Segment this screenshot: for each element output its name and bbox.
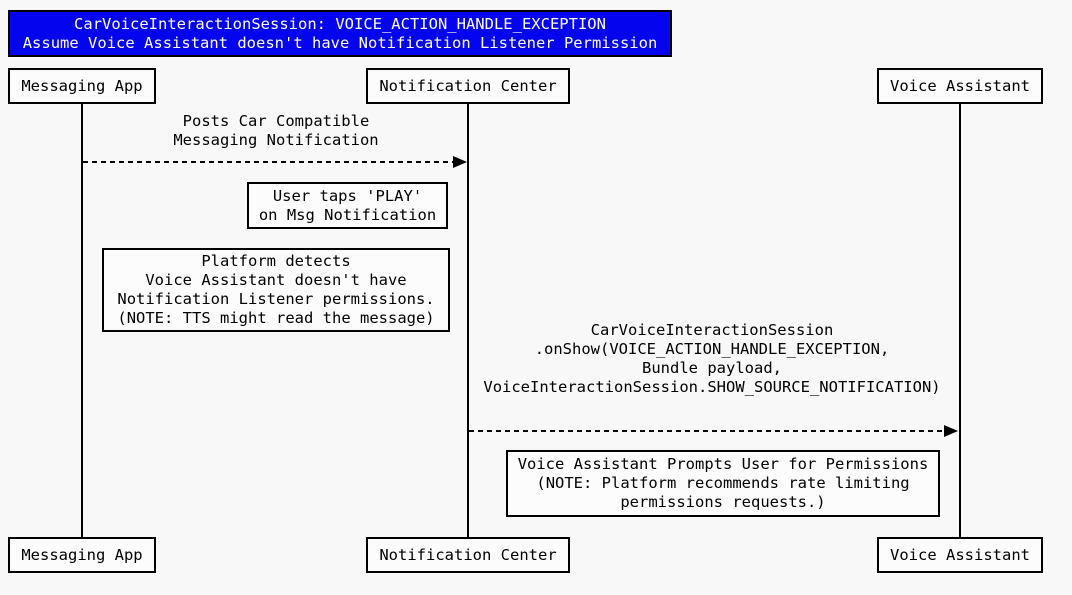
note-voice-assistant-prompts: Voice Assistant Prompts User for Permiss…	[506, 450, 940, 517]
participant-voice-assistant-bottom: Voice Assistant	[877, 537, 1043, 573]
participant-label: Notification Center	[379, 545, 557, 564]
participant-label: Notification Center	[379, 76, 557, 95]
message-line: Messaging Notification	[173, 131, 379, 149]
message-arrow-2	[469, 425, 958, 437]
note-line: (NOTE: TTS might read the message)	[117, 309, 435, 327]
message-line: Bundle payload,	[642, 359, 782, 377]
participant-label: Messaging App	[21, 545, 143, 564]
diagram-title-line-2: Assume Voice Assistant doesn't have Noti…	[22, 33, 658, 52]
diagram-title: CarVoiceInteractionSession: VOICE_ACTION…	[8, 10, 672, 57]
note-platform-detects: Platform detects Voice Assistant doesn't…	[102, 248, 450, 332]
note-line: Notification Listener permissions.	[117, 290, 435, 308]
message-arrow-1	[83, 156, 467, 168]
message-1-label: Posts Car Compatible Messaging Notificat…	[126, 112, 426, 150]
participant-label: Messaging App	[21, 76, 143, 95]
participant-label: Voice Assistant	[890, 545, 1030, 564]
participant-messaging-app-top: Messaging App	[8, 68, 156, 104]
note-line: (NOTE: Platform recommends rate limiting	[536, 474, 910, 492]
message-line: Posts Car Compatible	[182, 112, 370, 130]
note-user-taps-play: User taps 'PLAY' on Msg Notification	[247, 182, 448, 229]
message-2-label: CarVoiceInteractionSession .onShow(VOICE…	[462, 321, 962, 397]
message-line: VoiceInteractionSession.SHOW_SOURCE_NOTI…	[483, 378, 941, 396]
note-line: on Msg Notification	[258, 205, 437, 224]
participant-messaging-app-bottom: Messaging App	[8, 537, 156, 573]
message-line: CarVoiceInteractionSession	[590, 321, 834, 339]
participant-voice-assistant-top: Voice Assistant	[877, 68, 1043, 104]
participant-notification-center-bottom: Notification Center	[366, 537, 570, 573]
note-line: permissions requests.)	[620, 493, 826, 511]
diagram-title-line-1: CarVoiceInteractionSession: VOICE_ACTION…	[74, 14, 606, 33]
participant-notification-center-top: Notification Center	[366, 68, 570, 104]
note-line: User taps 'PLAY'	[272, 186, 423, 205]
note-line: Platform detects	[201, 252, 351, 270]
message-line: .onShow(VOICE_ACTION_HANDLE_EXCEPTION,	[534, 340, 890, 358]
note-line: Voice Assistant doesn't have	[145, 271, 407, 289]
participant-label: Voice Assistant	[890, 76, 1030, 95]
note-line: Voice Assistant Prompts User for Permiss…	[517, 455, 929, 473]
